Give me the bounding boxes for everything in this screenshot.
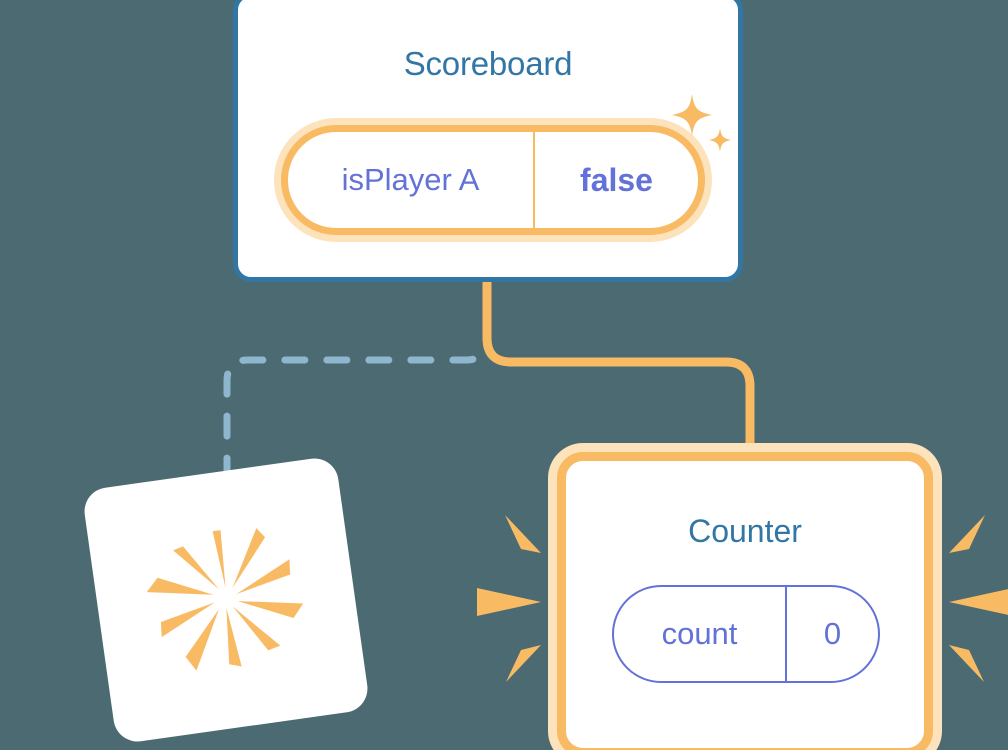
counter-card[interactable]: Counter count 0 — [557, 452, 933, 750]
counter-state-key: count — [614, 587, 787, 681]
solid-connector-path — [482, 275, 755, 470]
counter-title: Counter — [688, 513, 802, 549]
counter-state-value: 0 — [823, 616, 842, 651]
scoreboard-card[interactable]: Scoreboard isPlayer A false — [233, 0, 743, 282]
counter-left-rays — [477, 515, 541, 682]
sparkle-small-icon — [709, 128, 731, 152]
ghost-card-burst-rays — [146, 528, 304, 671]
dashed-connector-path — [223, 278, 491, 474]
sparkle-large-icon — [672, 94, 712, 136]
counter-right-rays — [949, 515, 1008, 682]
scoreboard-title: Scoreboard — [403, 45, 573, 82]
counter-state-pill[interactable]: count 0 — [612, 585, 880, 683]
sparkle-group — [668, 92, 738, 162]
scoreboard-state-pill[interactable]: isPlayer A false — [281, 125, 705, 235]
scoreboard-state-value: false — [580, 161, 653, 198]
ghost-card-shape — [84, 458, 368, 742]
scoreboard-state-key: isPlayer A — [288, 132, 535, 228]
